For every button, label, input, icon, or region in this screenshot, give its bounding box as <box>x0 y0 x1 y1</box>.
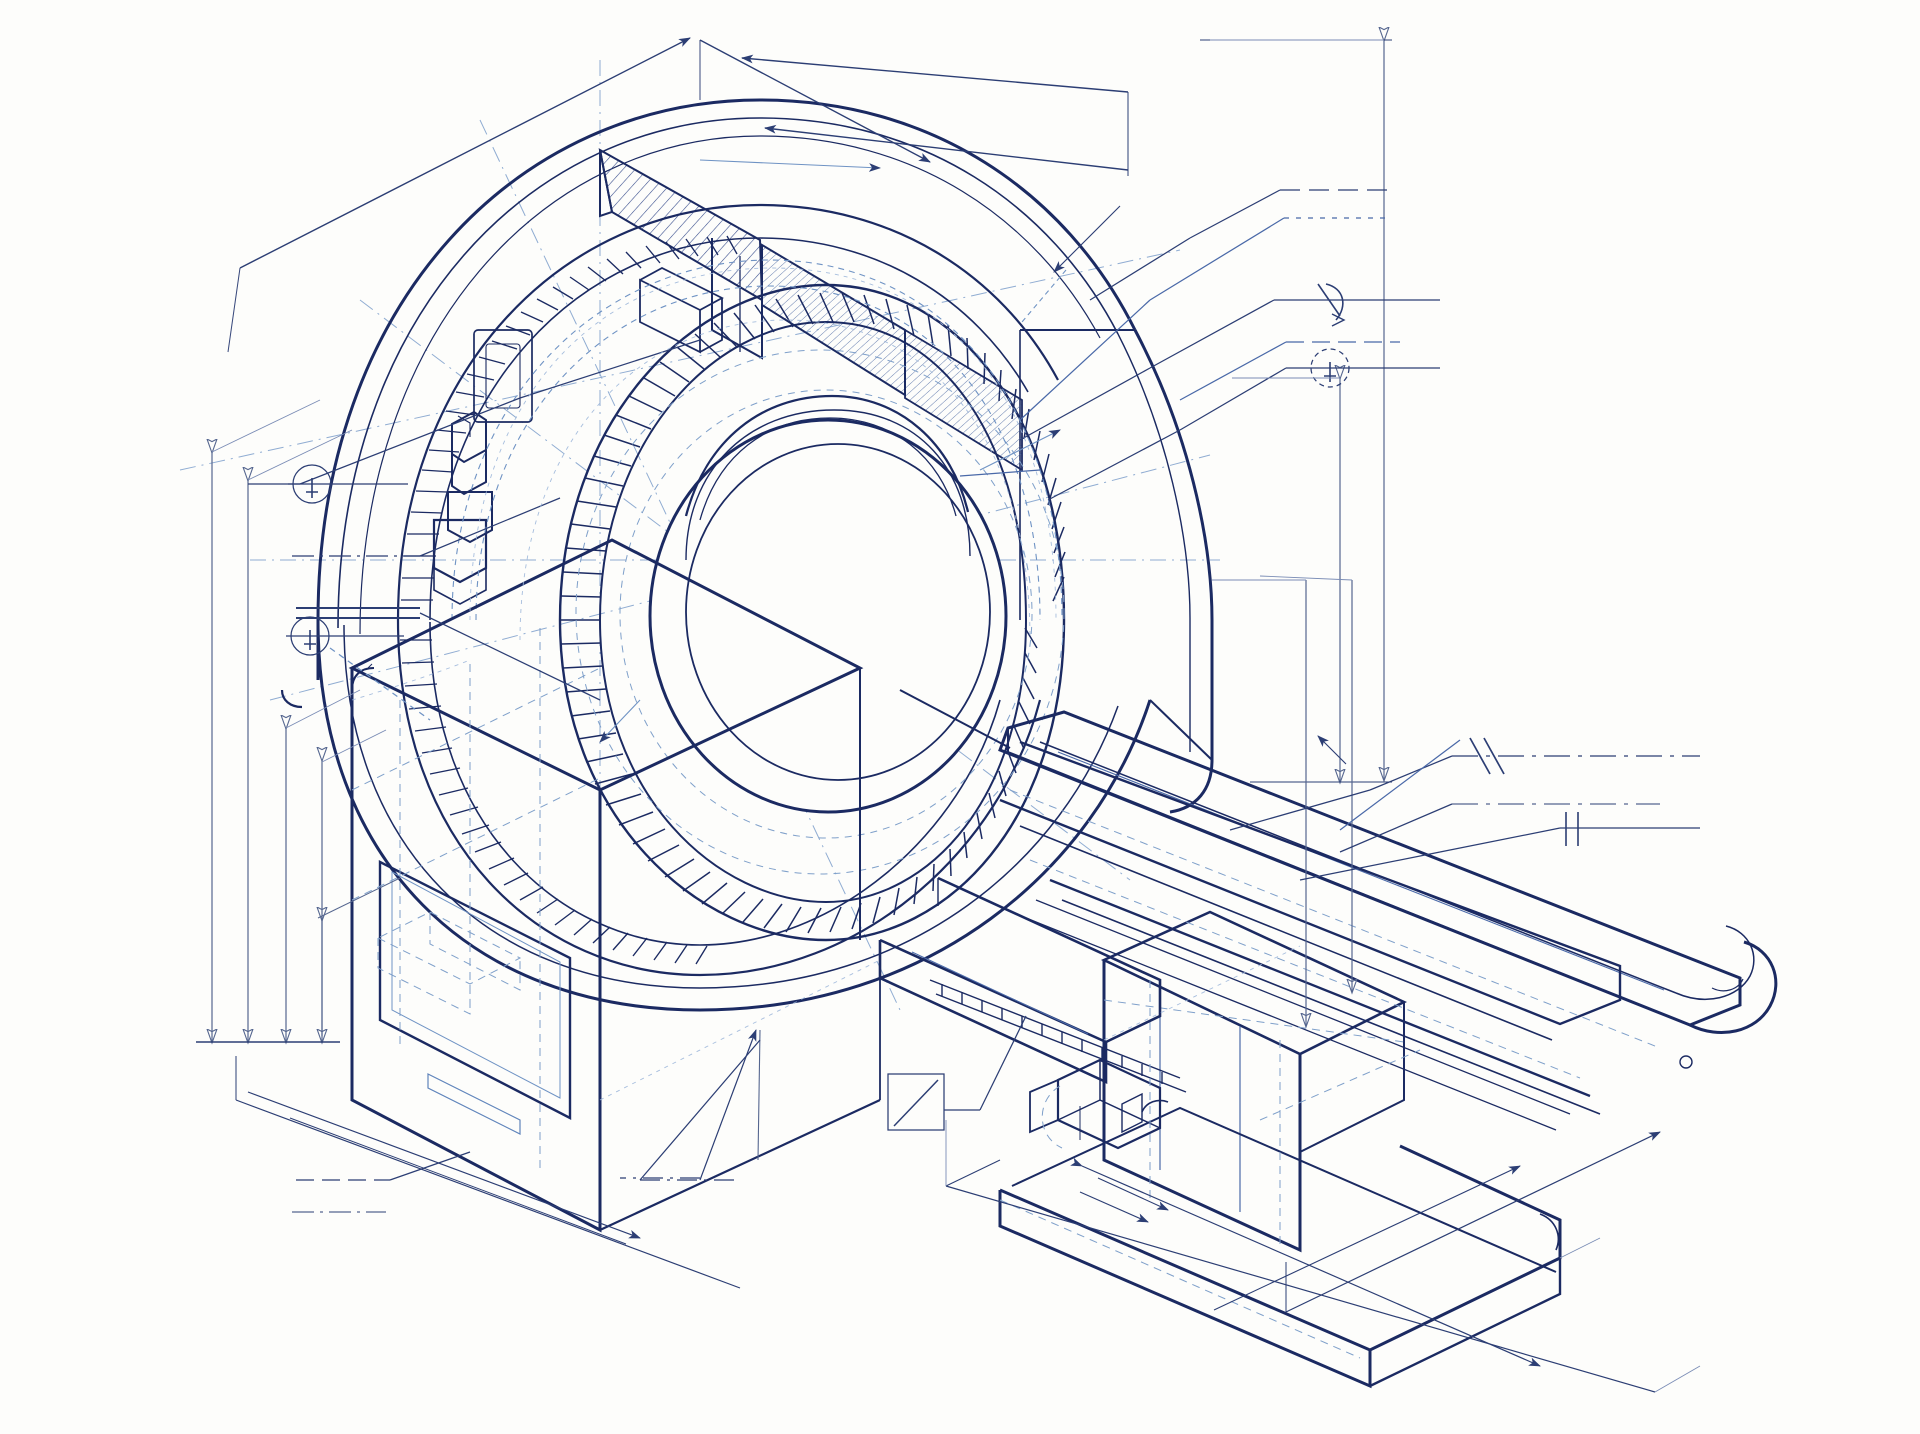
linetype-key-chain-left <box>292 497 561 557</box>
dim-right-gantry-height <box>1200 40 1392 782</box>
sectioned-quadrant <box>598 148 1023 472</box>
datum-circle-upper-left[interactable] <box>288 464 408 504</box>
dim-bottom-left-base-width <box>235 1056 741 1289</box>
detector-ring <box>396 203 1066 977</box>
linetype-key-dash-right-mid <box>1179 341 1400 401</box>
parallel-symbol-lower-right[interactable] <box>1229 737 1700 831</box>
patient-table <box>899 689 1778 1131</box>
dimension-lines <box>196 0 1661 1393</box>
collimator-block <box>639 266 724 354</box>
linetype-key-dash-lower-left <box>296 1151 471 1181</box>
leader-table-top <box>1339 739 1461 831</box>
linetype-key-dot-upper-right <box>1019 217 1392 421</box>
datum-circle-right[interactable] <box>1047 348 1440 501</box>
gantry-housing <box>280 98 1214 1012</box>
linear-guide-rails <box>1049 878 1591 1098</box>
dim-top-overall-width <box>239 37 931 269</box>
cabinet-hidden-internals <box>351 628 601 1170</box>
dim-left-cabinet-height <box>318 877 401 1036</box>
ghost-geometry <box>351 267 1301 1101</box>
base-cabinet <box>348 538 881 1233</box>
dim-left-height-stack <box>196 452 340 1042</box>
dim-table-height-vertical <box>1306 580 1352 1026</box>
table-drive-rack <box>929 979 1187 1093</box>
leader-cabinet-internal <box>639 1039 761 1181</box>
front-access-panel <box>378 860 572 1120</box>
leader-lines <box>248 189 1700 1213</box>
datum-circle-lower-left[interactable] <box>286 616 431 721</box>
cooling-canister <box>473 329 533 423</box>
equipment-nameplate-plate <box>427 1073 521 1135</box>
gantry-support-foot <box>878 876 1162 1085</box>
leader-detector-ring <box>959 469 1041 477</box>
dim-top-gantry-depth <box>741 54 1129 176</box>
linetype-key-chain-lower-right <box>1339 803 1660 853</box>
slope-symbol-right[interactable] <box>1019 283 1440 441</box>
linetype-key-dash-upper-right <box>1089 189 1390 301</box>
slip-ring-track <box>451 259 1063 621</box>
surface-square-symbol[interactable] <box>887 1015 1027 1131</box>
patient-bore-aperture <box>648 394 1008 814</box>
witness-lines <box>211 39 1701 1393</box>
table-carriage-motor <box>1029 1058 1162 1150</box>
hidden-lines-bore <box>575 349 1065 875</box>
linetype-key-bracket-right <box>1299 812 1700 881</box>
dim-table-travel <box>1070 1157 1541 1367</box>
